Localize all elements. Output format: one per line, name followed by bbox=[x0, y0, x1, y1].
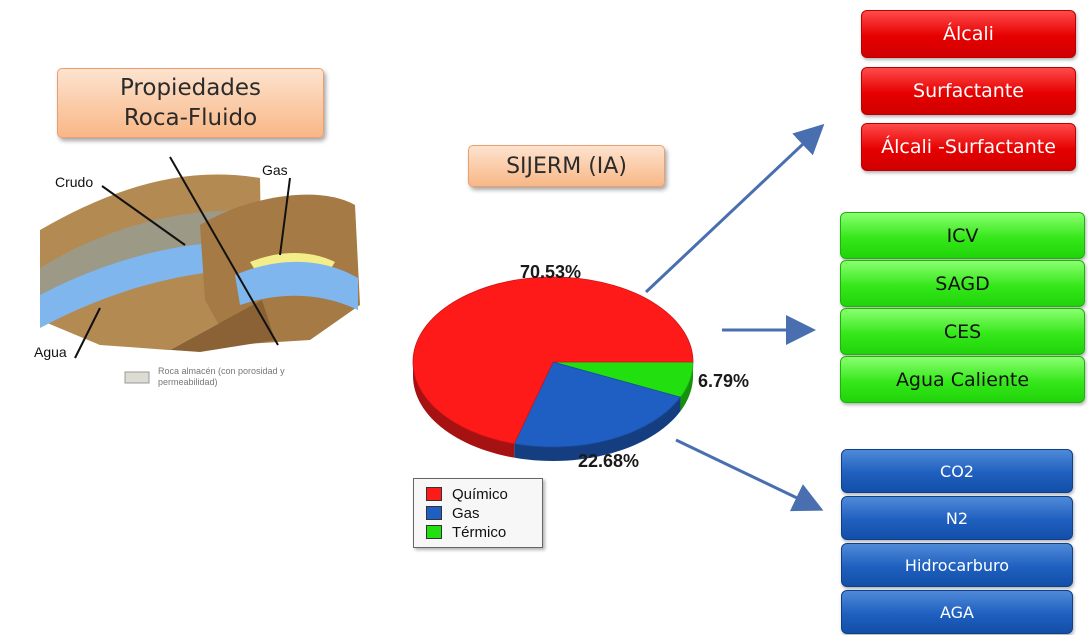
tech-n2: N2 bbox=[841, 496, 1073, 540]
gas-tech-list: CO2 N2 Hidrocarburo AGA bbox=[841, 449, 1073, 634]
agua-pointer bbox=[74, 307, 101, 359]
legend-label-termico: Térmico bbox=[452, 523, 507, 541]
tech-ces-label: CES bbox=[943, 320, 982, 343]
tech-alcali-surfactante-label: Álcali -Surfactante bbox=[881, 136, 1056, 158]
tech-surfactante-label: Surfactante bbox=[913, 80, 1024, 102]
tech-icv-label: ICV bbox=[946, 224, 979, 247]
tech-n2-label: N2 bbox=[945, 508, 969, 528]
rock-caption-line-2: permeabilidad) bbox=[158, 377, 218, 388]
legend-swatch-quimico bbox=[426, 487, 442, 501]
tech-agua-caliente: Agua Caliente bbox=[840, 356, 1085, 403]
pie-slice-gas bbox=[513, 361, 682, 448]
title-line-2: Roca-Fluido bbox=[123, 105, 258, 131]
label-agua: Agua bbox=[34, 344, 67, 360]
tech-icv: ICV bbox=[840, 212, 1085, 259]
legend-swatch-termico bbox=[426, 525, 442, 539]
legend-item-termico: Térmico bbox=[426, 523, 506, 541]
legend-item-gas: Gas bbox=[426, 504, 480, 522]
tech-aga-label: AGA bbox=[939, 602, 974, 622]
legend-label-gas: Gas bbox=[452, 504, 480, 522]
legend-item-quimico: Químico bbox=[426, 485, 508, 503]
model-label: SIJERM (IA) bbox=[506, 153, 627, 179]
tech-agua-caliente-label: Agua Caliente bbox=[895, 368, 1030, 391]
tech-hidrocarburo-label: Hidrocarburo bbox=[904, 555, 1010, 575]
tech-ces: CES bbox=[840, 308, 1085, 355]
title-box: Propiedades Roca-Fluido bbox=[57, 68, 324, 138]
pie-side-térmico bbox=[680, 362, 693, 412]
rock-caption-line-1: Roca almacén (con porosidad y bbox=[158, 366, 285, 376]
gas-pointer bbox=[279, 177, 291, 256]
quimico-tech-list: Álcali Surfactante Álcali -Surfactante bbox=[861, 10, 1076, 171]
legend-label-quimico: Químico bbox=[452, 485, 508, 503]
pct-quimico: 70.53% bbox=[520, 262, 582, 282]
legend-swatch-gas bbox=[426, 506, 442, 520]
tech-hidrocarburo: Hidrocarburo bbox=[841, 543, 1073, 587]
pie-side-químico bbox=[413, 362, 515, 458]
pie-slice-químico bbox=[412, 276, 694, 445]
right-water-band bbox=[235, 261, 358, 310]
caption-swatch bbox=[124, 371, 150, 384]
label-gas: Gas bbox=[262, 162, 288, 178]
label-crudo: Crudo bbox=[55, 174, 94, 190]
title-line-1: Propiedades bbox=[119, 74, 262, 101]
pie-side-gas bbox=[514, 397, 681, 461]
termico-tech-list: ICV SAGD CES Agua Caliente bbox=[840, 212, 1085, 403]
tech-surfactante: Surfactante bbox=[861, 67, 1076, 115]
tech-alcali-surfactante: Álcali -Surfactante bbox=[861, 123, 1076, 171]
tech-sagd: SAGD bbox=[840, 260, 1085, 307]
arrow-to-quimico bbox=[644, 123, 825, 294]
model-label-box: SIJERM (IA) bbox=[468, 145, 665, 187]
tech-co2-label: CO2 bbox=[940, 461, 974, 481]
fault-line bbox=[169, 156, 279, 346]
rock-caption: Roca almacén (con porosidad y permeabili… bbox=[158, 366, 285, 389]
tech-sagd-label: SAGD bbox=[935, 272, 990, 295]
deep-earth bbox=[100, 300, 275, 352]
crudo-pointer bbox=[101, 185, 186, 246]
tech-alcali-label: Álcali bbox=[943, 23, 994, 45]
tech-alcali: Álcali bbox=[861, 10, 1076, 58]
tech-co2: CO2 bbox=[841, 449, 1073, 493]
chart-legend: Químico Gas Térmico bbox=[413, 478, 543, 548]
arrow-to-gas bbox=[675, 438, 824, 512]
pct-gas: 22.68% bbox=[578, 451, 640, 471]
tech-aga: AGA bbox=[841, 590, 1073, 634]
pct-termico: 6.79% bbox=[698, 371, 750, 391]
